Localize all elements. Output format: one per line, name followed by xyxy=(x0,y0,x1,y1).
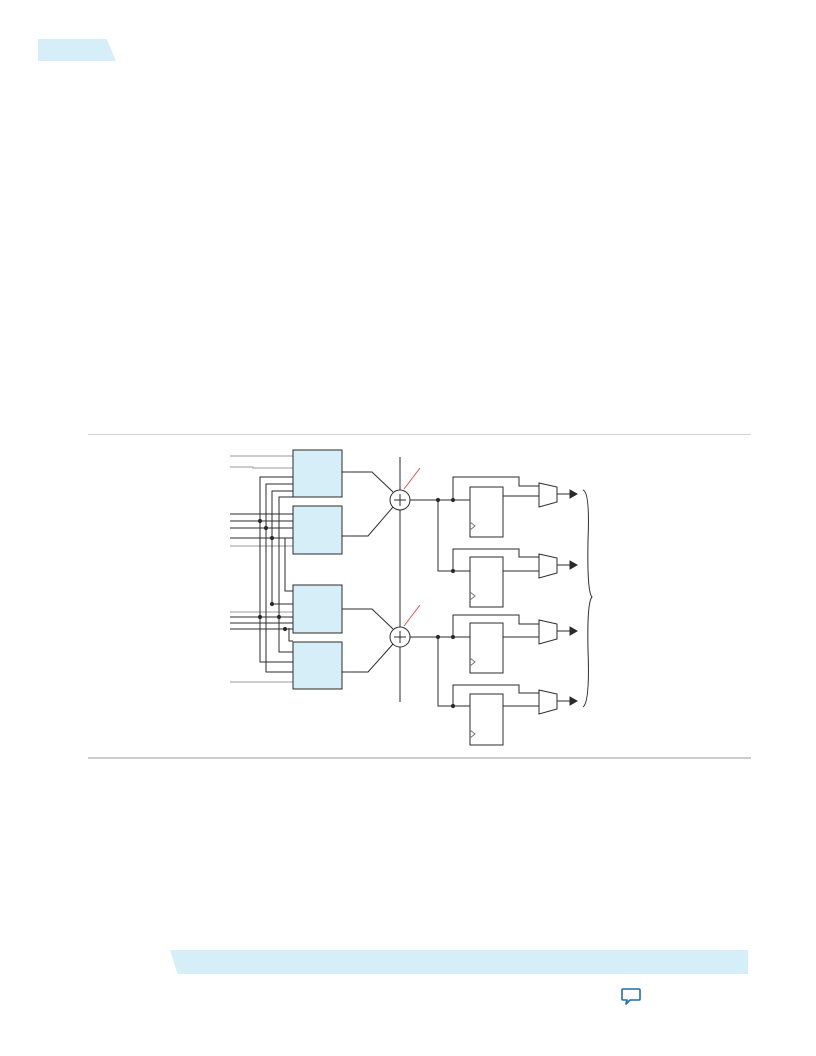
register-2 xyxy=(469,556,504,608)
routing-buses xyxy=(257,476,293,673)
figure-bottom-rule xyxy=(88,757,751,759)
output-mux-2 xyxy=(538,553,558,579)
upper-input-lines xyxy=(230,455,293,547)
footer-bar xyxy=(170,950,748,974)
speech-bubble-icon[interactable] xyxy=(620,987,642,1007)
multiplier-block-4 xyxy=(292,641,343,690)
adder-1 xyxy=(389,489,411,511)
register-3 xyxy=(469,622,504,674)
upper-register-routing xyxy=(410,476,539,574)
output-brace xyxy=(582,489,593,708)
lower-register-routing xyxy=(410,614,539,709)
annotation-slash-2 xyxy=(403,604,421,627)
output-mux-3 xyxy=(538,619,558,645)
output-arrows xyxy=(557,489,579,706)
adder-2 xyxy=(389,626,411,648)
header-tab xyxy=(38,39,116,61)
output-mux-4 xyxy=(538,689,558,715)
figure-top-rule xyxy=(88,434,751,435)
register-1 xyxy=(469,486,504,538)
output-mux-1 xyxy=(538,482,558,508)
register-4 xyxy=(469,693,504,746)
multiplier-block-3 xyxy=(292,584,343,634)
multiplier-block-2 xyxy=(292,505,343,555)
multiplier-block-1 xyxy=(292,449,343,498)
multiplier-to-adder-lines xyxy=(342,471,394,673)
lower-input-lines xyxy=(230,611,293,683)
annotation-slash-1 xyxy=(403,467,421,490)
